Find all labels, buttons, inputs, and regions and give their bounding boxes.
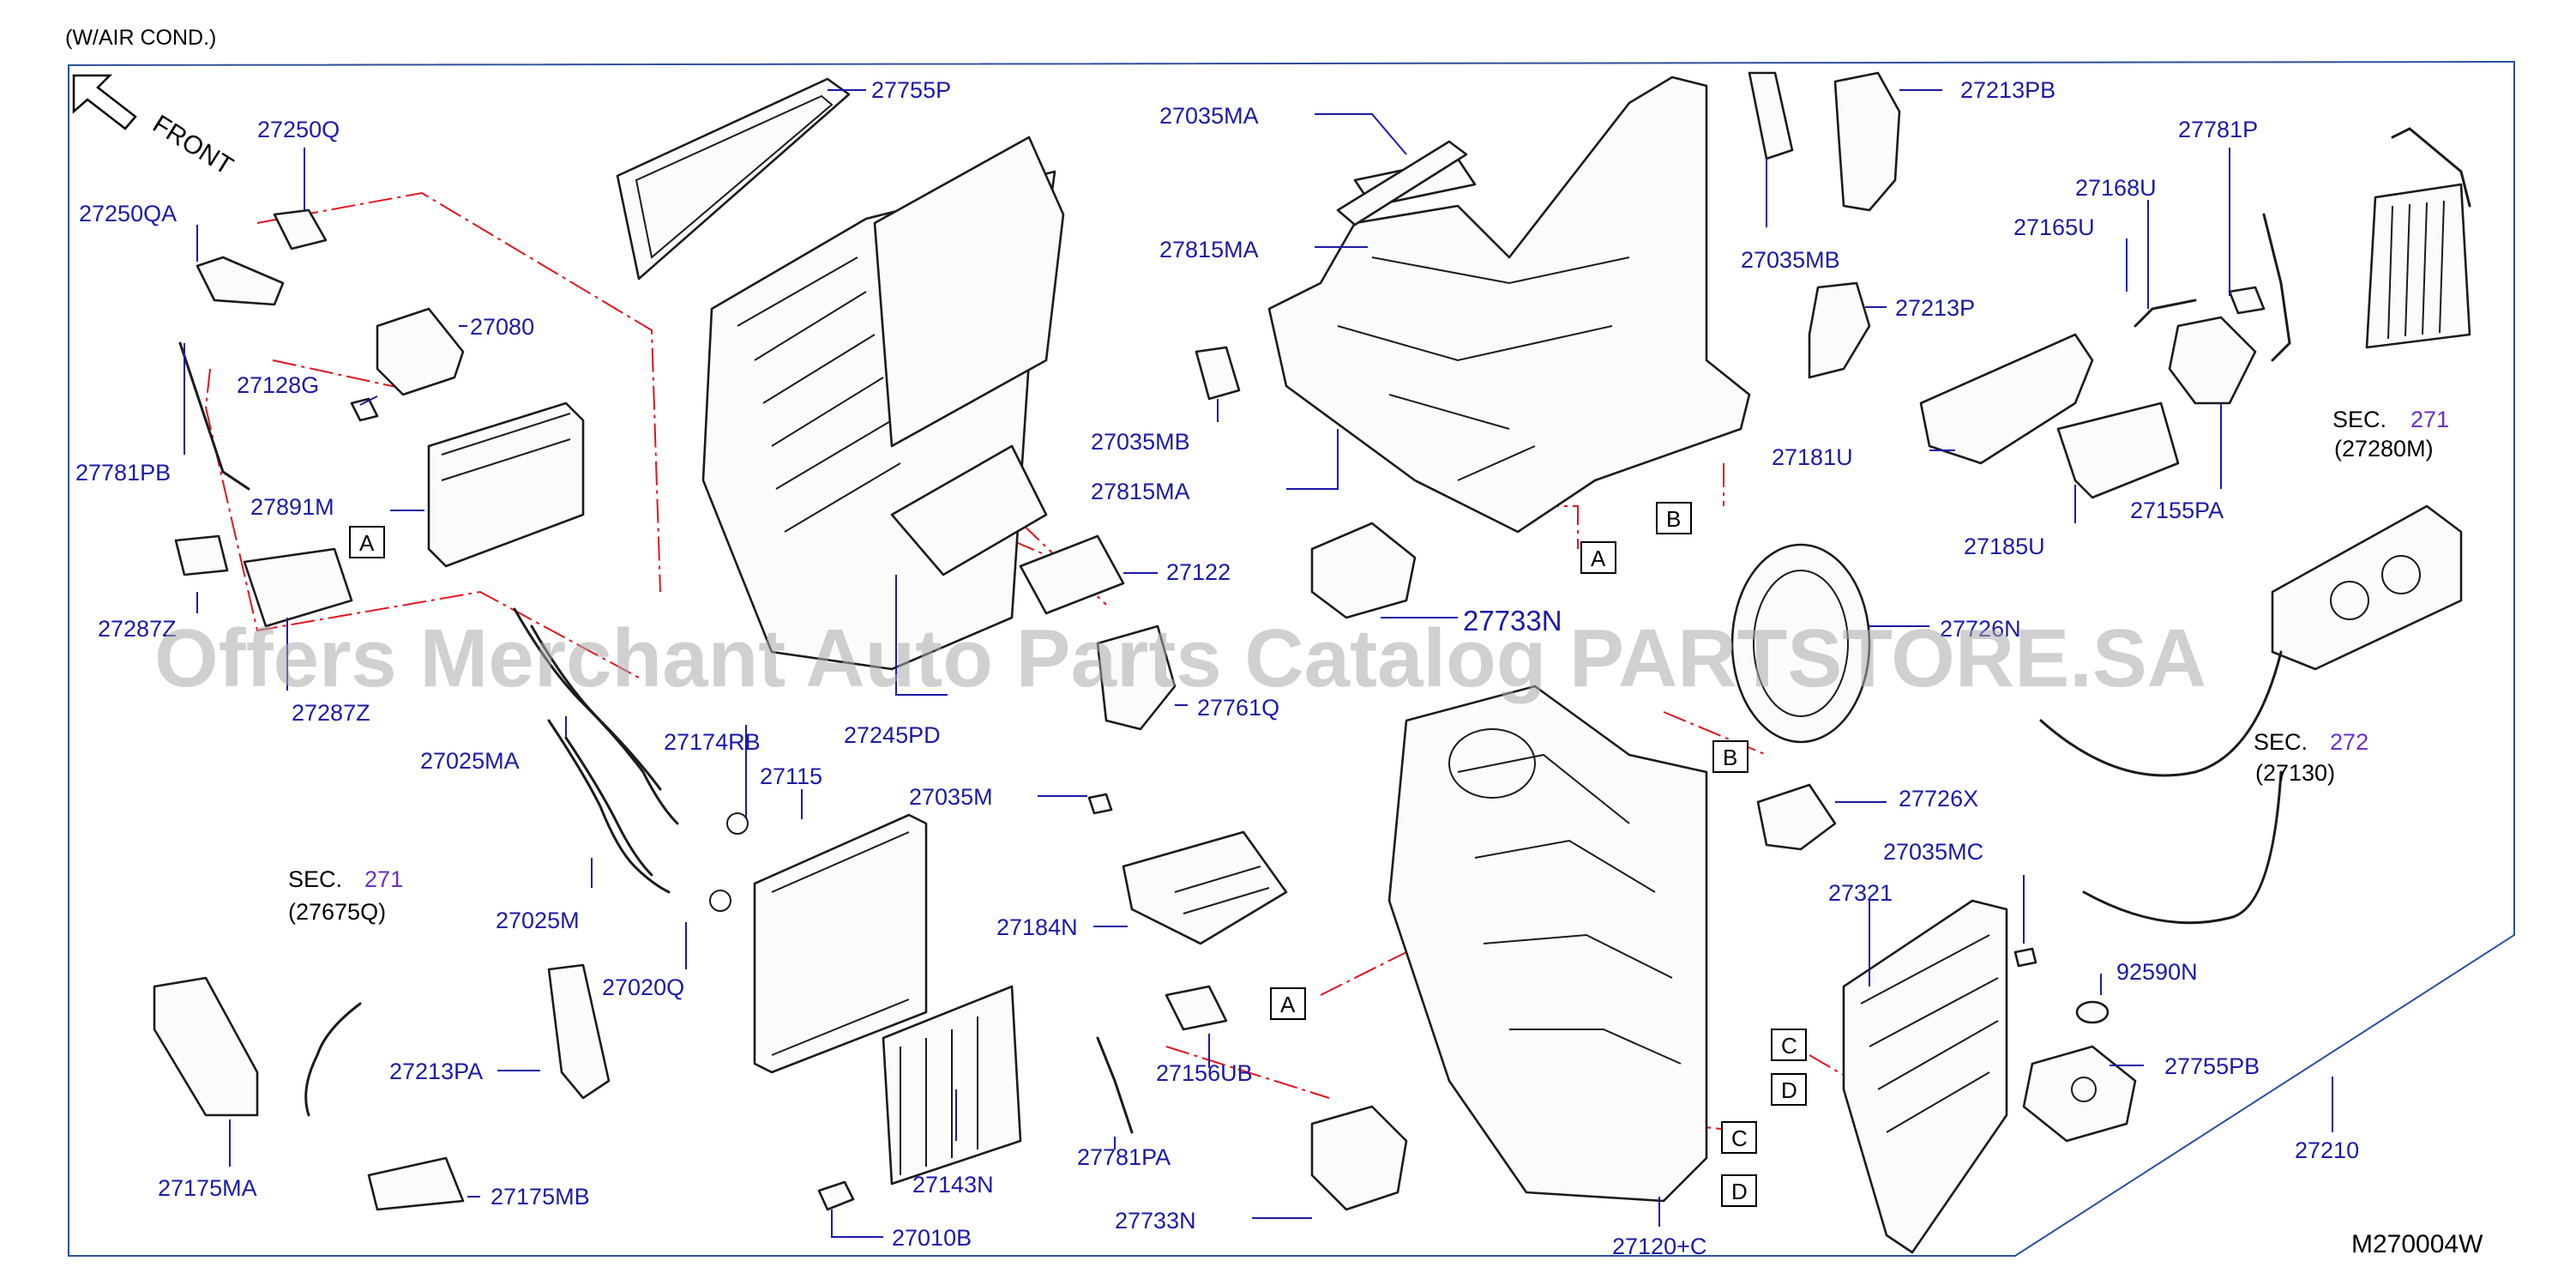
part-label: 27156UB [1156,1060,1253,1086]
part-label: 27025MA [420,748,520,774]
part-label: 27080 [470,314,534,340]
part-label: 27210 [2295,1137,2359,1163]
part-label: 27733N [1463,605,1562,636]
part-label: 27726N [1940,616,2021,642]
ref-box-d: D [1721,1174,1757,1207]
ref-box-b: B [1712,740,1748,773]
part-label: 27250Q [257,117,340,142]
header-note: (W/AIR COND.) [65,26,216,50]
part-label: 27181U [1772,444,1853,470]
section-ref: SEC.271 [288,866,403,892]
front-label: FRONT [147,110,238,181]
section-refs: SEC.271 (27280M) SEC.272 (27130) SEC.271… [288,407,2449,925]
part-label: 27245PD [844,722,941,748]
part-label: 27733N [1115,1208,1196,1234]
section-ref: SEC.272 [2254,729,2368,755]
reference-boxes: A A B B A C D C D [349,502,1807,1207]
part-label: 27213PB [1960,77,2055,103]
ref-box-c: C [1771,1029,1807,1061]
svg-text:A: A [359,530,375,556]
front-arrow-icon [72,74,137,130]
part-label: 27035MB [1091,429,1190,455]
svg-text:D: D [1731,1179,1748,1204]
part-label: 27165U [2013,214,2095,240]
part-label: 27213P [1895,295,1975,321]
part-label: 27010B [892,1225,972,1251]
part-labels: 27755P 27035MA 27213PB 27250Q 27781P 272… [75,77,2359,1259]
part-label: 27250QA [79,201,177,226]
ref-box-a: A [1270,987,1306,1020]
watermark: Offers Merchant Auto Parts Catalog PARTS… [154,612,2206,704]
part-label: 27035MB [1741,247,1840,273]
part-label: 27761Q [1197,695,1279,721]
part-label: 27891M [250,494,334,520]
part-label: 27781PB [75,460,171,486]
part-label: 27781P [2178,117,2258,142]
part-label: 27287Z [98,616,177,642]
svg-text:C: C [1781,1033,1797,1059]
part-label: 27781PA [1077,1144,1171,1170]
section-ref-sub: (27675Q) [288,899,386,925]
part-label: 27815MA [1091,479,1190,504]
part-label: 27175MB [491,1184,590,1210]
part-label: 27035MC [1883,839,1983,865]
part-label: 27128G [237,372,319,398]
section-ref: SEC.271 [2332,407,2449,432]
part-label: 27184N [996,914,1078,940]
section-ref-sub: (27280M) [2334,436,2434,462]
part-label: 27143N [912,1172,994,1198]
part-label: 27025M [496,908,580,933]
ref-box-a: A [1580,541,1616,574]
svg-text:C: C [1731,1125,1748,1151]
part-label: 27726X [1899,786,1978,811]
part-label: 27168U [2075,175,2157,201]
part-label: 27120+C [1612,1234,1706,1259]
diagram-frame [68,60,2515,1257]
ref-box-d: D [1771,1073,1807,1106]
part-label: 27155PA [2130,498,2224,523]
part-label: 27755P [871,77,951,103]
diagram-code: M270004W [2351,1230,2483,1258]
ref-box-a: A [349,526,385,558]
part-label: 27287Z [292,700,370,726]
svg-text:B: B [1666,506,1681,532]
svg-text:B: B [1723,745,1737,770]
part-label: 27213PA [389,1059,483,1084]
part-label: 27122 [1166,559,1231,585]
ref-box-c: C [1721,1121,1757,1154]
ref-box-b: B [1656,502,1692,534]
part-label: 27174RB [664,729,761,755]
part-label: 27035MA [1159,103,1259,129]
svg-text:D: D [1781,1077,1797,1103]
part-label: 27035M [909,784,993,810]
section-ref-sub: (27130) [2255,760,2335,786]
part-label: 27020Q [602,974,684,1000]
leader-lines [184,89,2333,1238]
part-label: 27175MA [158,1175,257,1201]
svg-text:A: A [1591,546,1606,571]
part-label: 27115 [760,763,822,789]
part-label: 27815MA [1159,237,1259,262]
component-artwork [153,71,2471,1254]
part-label: 92590N [2116,959,2198,985]
part-label: 27321 [1828,880,1893,906]
svg-text:A: A [1280,992,1296,1017]
part-label: 27755PB [2164,1053,2260,1079]
part-label: 27185U [1964,534,2045,559]
